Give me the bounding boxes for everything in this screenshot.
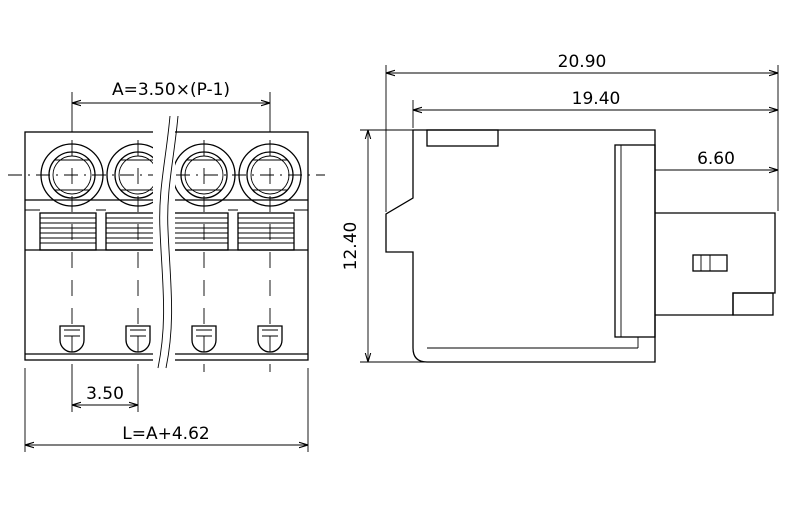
plug-tongue [655, 212, 776, 316]
side-view: 20.90 19.40 6.60 12.40 [341, 52, 779, 363]
pitch-label: 3.50 [86, 384, 124, 404]
front-view: A=3.50×(P-1) 3.50 L=A+4.62 [8, 80, 325, 452]
length-formula-label: L=A+4.62 [122, 424, 209, 444]
break-lines [153, 112, 179, 372]
pitch-formula-label: A=3.50×(P-1) [112, 80, 230, 100]
overall-length-label: 20.90 [558, 52, 607, 72]
body-length-label: 19.40 [572, 89, 621, 109]
wire-entries [59, 325, 283, 353]
height-label: 12.40 [341, 222, 361, 271]
plug-depth-label: 6.60 [697, 149, 735, 169]
